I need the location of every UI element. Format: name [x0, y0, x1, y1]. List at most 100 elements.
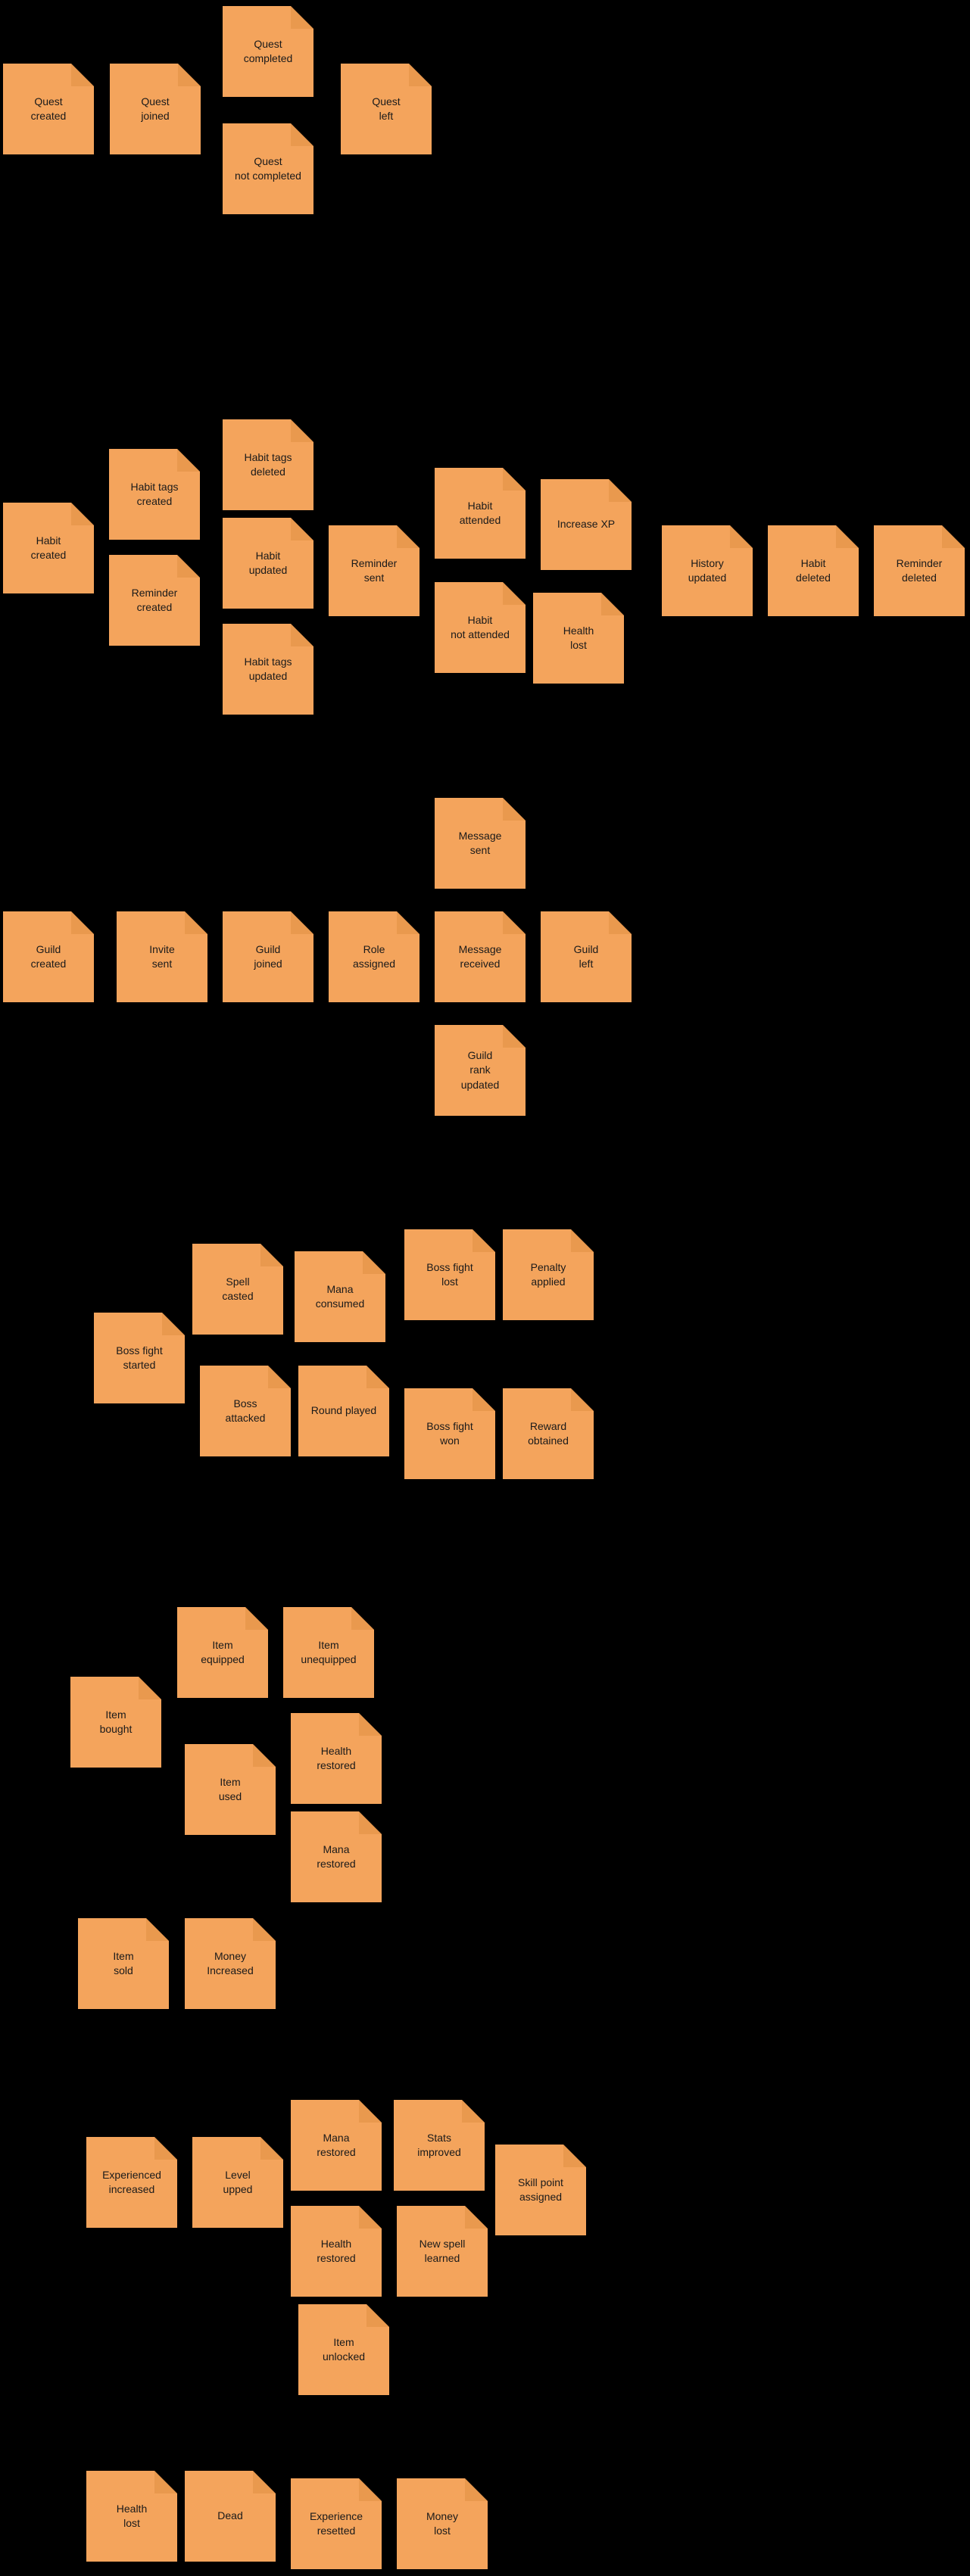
history-updated-label: History updated [688, 556, 727, 584]
habit-tags-updated-note[interactable]: Habit tags updated [223, 624, 313, 715]
quest-completed-label: Quest completed [243, 37, 293, 64]
experienced-increased-label: Experienced increased [102, 2168, 161, 2195]
guild-joined-label: Guild joined [254, 942, 282, 970]
mana-consumed-note[interactable]: Mana consumed [295, 1251, 385, 1342]
reminder-deleted-label: Reminder deleted [896, 556, 943, 584]
habit-tags-updated-label: Habit tags updated [244, 655, 292, 682]
quest-joined-label: Quest joined [141, 95, 170, 122]
item-unequipped-note[interactable]: Item unequipped [283, 1607, 374, 1698]
item-used-label: Item used [218, 1775, 242, 1802]
item-unlocked-note[interactable]: Item unlocked [298, 2304, 389, 2395]
skill-point-assigned-note[interactable]: Skill point assigned [495, 2145, 586, 2235]
boss-fight-won-label: Boss fight won [426, 1419, 473, 1447]
increase-xp-note[interactable]: Increase XP [541, 479, 632, 570]
quest-not-completed-note[interactable]: Quest not completed [223, 123, 313, 214]
invite-sent-label: Invite sent [149, 942, 175, 970]
health-restored-item-label: Health restored [317, 1744, 356, 1771]
reward-obtained-label: Reward obtained [528, 1419, 569, 1447]
quest-created-note[interactable]: Quest created [3, 64, 94, 154]
guild-joined-note[interactable]: Guild joined [223, 911, 313, 1002]
level-upped-label: Level upped [223, 2168, 253, 2195]
habit-not-attended-label: Habit not attended [451, 613, 510, 640]
guild-created-note[interactable]: Guild created [3, 911, 94, 1002]
reminder-sent-note[interactable]: Reminder sent [329, 525, 420, 616]
message-sent-label: Message sent [458, 829, 502, 856]
penalty-applied-label: Penalty applied [530, 1260, 566, 1288]
mana-consumed-label: Mana consumed [315, 1282, 365, 1310]
habit-not-attended-note[interactable]: Habit not attended [435, 582, 526, 673]
habit-tags-created-label: Habit tags created [130, 480, 179, 507]
boss-fight-started-note[interactable]: Boss fight started [94, 1313, 185, 1403]
message-received-note[interactable]: Message received [435, 911, 526, 1002]
item-sold-note[interactable]: Item sold [78, 1918, 169, 2009]
guild-left-note[interactable]: Guild left [541, 911, 632, 1002]
increase-xp-label: Increase XP [557, 518, 616, 531]
mana-restored-level-note[interactable]: Mana restored [291, 2100, 382, 2191]
boss-attacked-note[interactable]: Boss attacked [200, 1366, 291, 1456]
experienced-increased-note[interactable]: Experienced increased [86, 2137, 177, 2228]
spell-casted-note[interactable]: Spell casted [192, 1244, 283, 1335]
health-restored-item-note[interactable]: Health restored [291, 1713, 382, 1804]
mana-restored-item-note[interactable]: Mana restored [291, 1811, 382, 1902]
new-spell-learned-label: New spell learned [419, 2237, 466, 2264]
health-lost-habit-label: Health lost [563, 624, 594, 651]
item-equipped-label: Item equipped [201, 1638, 245, 1665]
penalty-applied-note[interactable]: Penalty applied [503, 1229, 594, 1320]
dead-label: Dead [217, 2509, 243, 2522]
boss-fight-started-label: Boss fight started [116, 1344, 163, 1371]
round-played-label: Round played [310, 1404, 377, 1417]
guild-rank-updated-note[interactable]: Guild rank updated [435, 1025, 526, 1116]
health-lost-habit-note[interactable]: Health lost [533, 593, 624, 684]
habit-updated-note[interactable]: Habit updated [223, 518, 313, 609]
item-equipped-note[interactable]: Item equipped [177, 1607, 268, 1698]
money-lost-label: Money lost [426, 2509, 459, 2537]
level-upped-note[interactable]: Level upped [192, 2137, 283, 2228]
reward-obtained-note[interactable]: Reward obtained [503, 1388, 594, 1479]
health-lost-death-note[interactable]: Health lost [86, 2471, 177, 2562]
round-played-note[interactable]: Round played [298, 1366, 389, 1456]
message-received-label: Message received [458, 942, 502, 970]
item-bought-label: Item bought [99, 1708, 133, 1735]
stats-improved-note[interactable]: Stats improved [394, 2100, 485, 2191]
reminder-sent-label: Reminder sent [351, 556, 398, 584]
quest-completed-note[interactable]: Quest completed [223, 6, 313, 97]
invite-sent-note[interactable]: Invite sent [117, 911, 207, 1002]
new-spell-learned-note[interactable]: New spell learned [397, 2206, 488, 2297]
quest-joined-note[interactable]: Quest joined [110, 64, 201, 154]
habit-tags-deleted-note[interactable]: Habit tags deleted [223, 419, 313, 510]
item-used-note[interactable]: Item used [185, 1744, 276, 1835]
reminder-deleted-note[interactable]: Reminder deleted [874, 525, 965, 616]
health-lost-death-label: Health lost [116, 2502, 148, 2529]
boss-fight-lost-label: Boss fight lost [426, 1260, 473, 1288]
mana-restored-item-label: Mana restored [317, 1842, 356, 1870]
quest-left-label: Quest left [372, 95, 401, 122]
habit-deleted-label: Habit deleted [796, 556, 831, 584]
health-restored-level-note[interactable]: Health restored [291, 2206, 382, 2297]
money-increased-label: Money Increased [207, 1949, 254, 1976]
role-assigned-label: Role assigned [352, 942, 396, 970]
spell-casted-label: Spell casted [222, 1275, 254, 1302]
reminder-created-note[interactable]: Reminder created [109, 555, 200, 646]
money-increased-note[interactable]: Money Increased [185, 1918, 276, 2009]
quest-left-note[interactable]: Quest left [341, 64, 432, 154]
habit-attended-note[interactable]: Habit attended [435, 468, 526, 559]
stats-improved-label: Stats improved [417, 2131, 461, 2158]
guild-rank-updated-label: Guild rank updated [460, 1049, 500, 1091]
boss-fight-won-note[interactable]: Boss fight won [404, 1388, 495, 1479]
habit-tags-deleted-label: Habit tags deleted [244, 450, 292, 478]
reminder-created-label: Reminder created [131, 586, 178, 613]
boss-fight-lost-note[interactable]: Boss fight lost [404, 1229, 495, 1320]
role-assigned-note[interactable]: Role assigned [329, 911, 420, 1002]
dead-note[interactable]: Dead [185, 2471, 276, 2562]
item-unlocked-label: Item unlocked [322, 2335, 366, 2363]
history-updated-note[interactable]: History updated [662, 525, 753, 616]
experience-resetted-note[interactable]: Experience resetted [291, 2478, 382, 2569]
item-bought-note[interactable]: Item bought [70, 1677, 161, 1768]
money-lost-note[interactable]: Money lost [397, 2478, 488, 2569]
message-sent-note[interactable]: Message sent [435, 798, 526, 889]
habit-deleted-note[interactable]: Habit deleted [768, 525, 859, 616]
habit-created-note[interactable]: Habit created [3, 503, 94, 593]
item-sold-label: Item sold [113, 1949, 134, 1976]
habit-tags-created-note[interactable]: Habit tags created [109, 449, 200, 540]
